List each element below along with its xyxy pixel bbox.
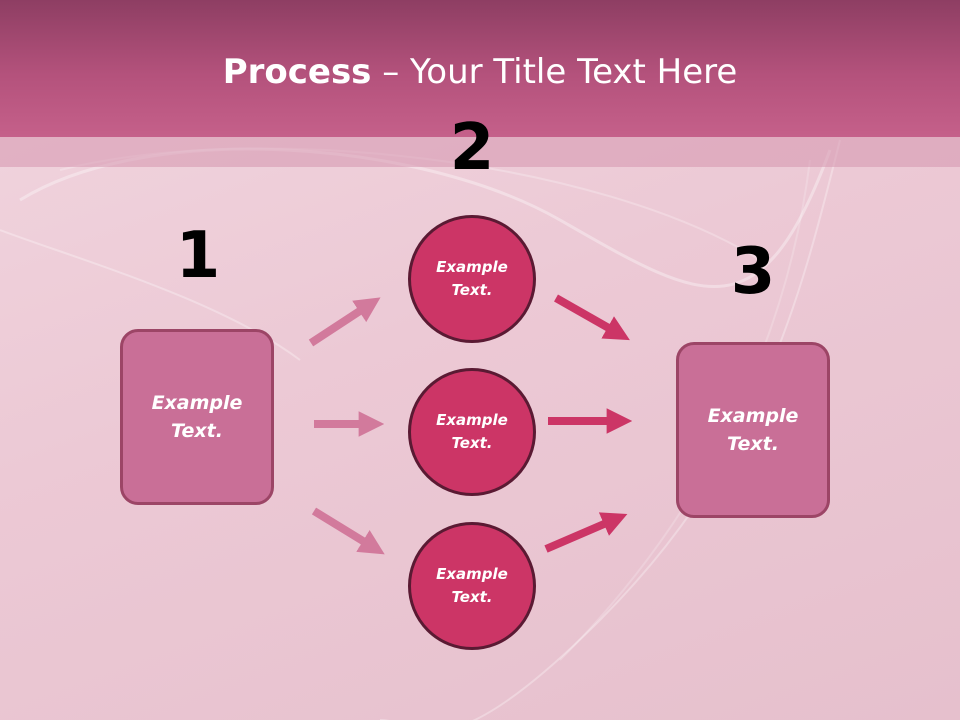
arrow-bottom-to-right [544, 512, 628, 553]
arrow-left-to-bottom [311, 507, 385, 555]
circle-middle-line2: Text. [451, 434, 493, 452]
step-number-2: 2 [449, 111, 495, 185]
right-box-line1: Example [707, 404, 799, 427]
left-box-line1: Example [151, 391, 243, 414]
circle-middle: Example Text. [408, 368, 536, 496]
circle-bottom-line2: Text. [451, 588, 493, 606]
title-bar [0, 0, 960, 137]
left-box-line2: Text. [171, 420, 223, 442]
right-box-line2: Text. [727, 433, 779, 455]
circle-middle-line1: Example [436, 410, 508, 429]
slide-title: Process – Your Title Text Here [0, 52, 960, 92]
title-band [0, 137, 960, 167]
circle-top: Example Text. [408, 215, 536, 343]
right-process-box: Example Text. [676, 342, 830, 518]
left-process-box: Example Text. [120, 329, 274, 505]
step-number-3: 3 [730, 235, 776, 309]
circle-top-line1: Example [436, 257, 508, 276]
circle-top-line2: Text. [451, 281, 493, 299]
title-bold: Process [222, 52, 372, 92]
circle-bottom-line1: Example [436, 564, 508, 583]
step-number-1: 1 [175, 219, 221, 293]
arrow-top-to-right [554, 294, 630, 341]
arrow-left-to-top [308, 297, 381, 347]
circle-bottom: Example Text. [408, 522, 536, 650]
title-rest: – Your Title Text Here [371, 52, 738, 92]
